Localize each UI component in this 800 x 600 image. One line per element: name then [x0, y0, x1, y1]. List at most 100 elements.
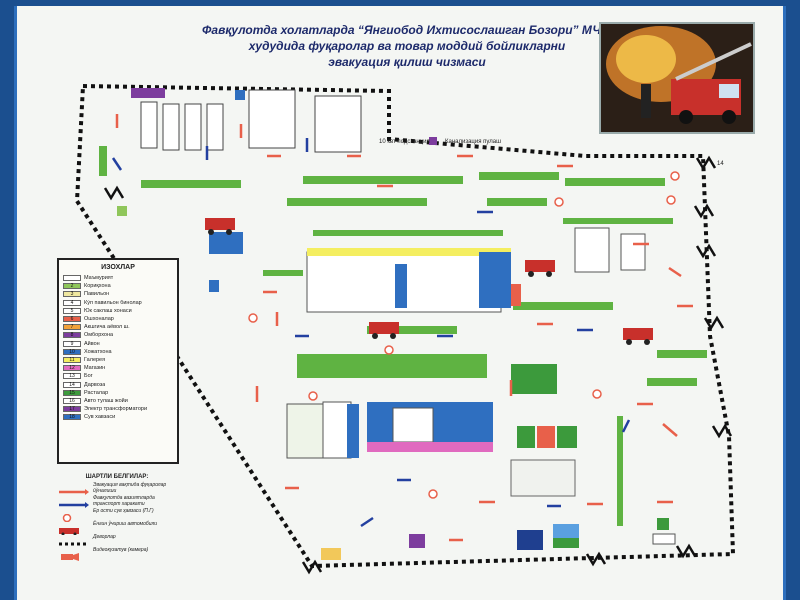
sewage-label: Канализация пулаш	[445, 139, 501, 145]
pavilion	[322, 401, 352, 459]
fire-truck-illustration	[601, 24, 753, 132]
wall-icon	[57, 535, 89, 546]
legend-label: Бог	[84, 373, 93, 380]
flag-block	[553, 524, 579, 538]
legend-swatch: 8	[63, 332, 81, 339]
symbol-item: Деворлар	[57, 534, 177, 548]
symbol-item: Ер ости сув ҳавзаси (П.Г)	[57, 508, 177, 523]
market-hall-storage	[392, 407, 434, 443]
fire-truck-icon	[525, 260, 555, 277]
symbol-label: Ер ости сув ҳавзаси (П.Г)	[93, 508, 154, 514]
legend-swatch: 7	[63, 324, 81, 331]
building-block	[140, 101, 158, 149]
symbol-label: Ёнгин ўчириш автомобили	[93, 521, 158, 527]
garden-block	[286, 403, 328, 459]
legend-label: Электр трансформатори	[84, 406, 148, 413]
fire-truck-icon	[623, 328, 653, 345]
evacuation-arrow-icon	[57, 483, 89, 495]
symbol-label: Эвакуация вақтида фуқаролар йўналиши	[93, 482, 167, 494]
fire-truck-icon	[57, 522, 89, 536]
symbol-label: Деворлар	[93, 534, 116, 540]
legend-label: Дарвоза	[84, 381, 106, 388]
legend-label: Магазин	[84, 365, 106, 372]
building-block	[248, 89, 296, 149]
symbols-title: ШАРТЛИ БЕЛГИЛАР:	[85, 474, 149, 480]
legend-label: Авто тулаш жойи	[84, 397, 128, 404]
stall-rows	[99, 146, 707, 526]
title-line-1: Фавқулотда холатларда “Янгиобод Ихтисосл…	[202, 23, 612, 37]
legend-label: Павильон	[84, 291, 110, 298]
legend-swatch: 11	[63, 356, 81, 363]
legend-swatch: 5	[63, 307, 81, 314]
water-tank	[209, 232, 243, 254]
purple-building	[131, 88, 165, 98]
legend-swatch: 14	[63, 381, 81, 388]
building-block	[314, 95, 362, 153]
kitchen-row	[517, 426, 535, 448]
small-pavilion	[657, 518, 669, 530]
stall-block	[395, 264, 407, 308]
legend-swatch: 16	[63, 397, 81, 404]
legend-label: Сув хавзаси	[84, 414, 116, 421]
legend-swatch	[63, 275, 81, 282]
legend-swatch: 3	[63, 291, 81, 298]
pavilion	[620, 233, 646, 271]
building-block	[184, 103, 202, 151]
legend-label: Омборхона	[84, 332, 114, 339]
symbol-label: Видеокузатув (камера)	[93, 547, 149, 553]
restroom-block	[235, 90, 245, 100]
legend-label: Расталар	[84, 389, 109, 396]
fire-truck-icon	[205, 218, 235, 235]
legend-swatch: 9	[63, 340, 81, 347]
fire-truck-photo	[599, 22, 755, 134]
legend-label: Акшгича аёвол ш.	[84, 324, 130, 331]
transport-arrows	[111, 138, 631, 528]
small-pavilion	[652, 533, 676, 545]
building-block	[162, 103, 180, 151]
flag-block-green	[553, 538, 579, 548]
symbol-item: Фавқулотда вазиятларда транспорт харакат…	[57, 495, 177, 509]
symbol-item: Видеокузатув (камера)	[57, 547, 177, 561]
legend-swatch: 2	[63, 283, 81, 290]
title-line-2: худудида фуқаролар ва товар моддий бойли…	[248, 39, 566, 53]
legend-title: ИЗОХЛАР	[101, 264, 135, 271]
symbols-panel: ШАРТЛИ БЕЛГИЛАР: Эвакуация вақтида фуқар…	[57, 474, 177, 561]
restroom-block	[209, 280, 219, 292]
legend-label: Айвон	[84, 340, 100, 347]
legend-swatch: 12	[63, 365, 81, 372]
building-block	[206, 103, 224, 151]
legend-swatch: 10	[63, 348, 81, 355]
water-tank	[517, 530, 543, 550]
green-building	[511, 364, 557, 394]
kitchen-row	[537, 426, 555, 448]
shop-row	[367, 442, 493, 452]
legend-swatch: 4	[63, 299, 81, 306]
hydrant-icon	[57, 509, 89, 523]
legend-label: Кўп павильон бинолар	[84, 299, 142, 306]
purple-building	[429, 137, 437, 145]
legend-label: Галерея	[84, 356, 106, 363]
site-map	[74, 84, 736, 575]
evacuation-arrows	[115, 114, 693, 542]
legend-label: Ошхоналар	[84, 316, 114, 323]
kitchen-block	[511, 284, 521, 306]
camera-icon	[57, 548, 89, 561]
symbol-item: Эвакуация вақтида фуқаролар йўналиши	[57, 482, 177, 496]
gate-icons	[103, 155, 733, 575]
legend-swatch: 18	[63, 414, 81, 421]
